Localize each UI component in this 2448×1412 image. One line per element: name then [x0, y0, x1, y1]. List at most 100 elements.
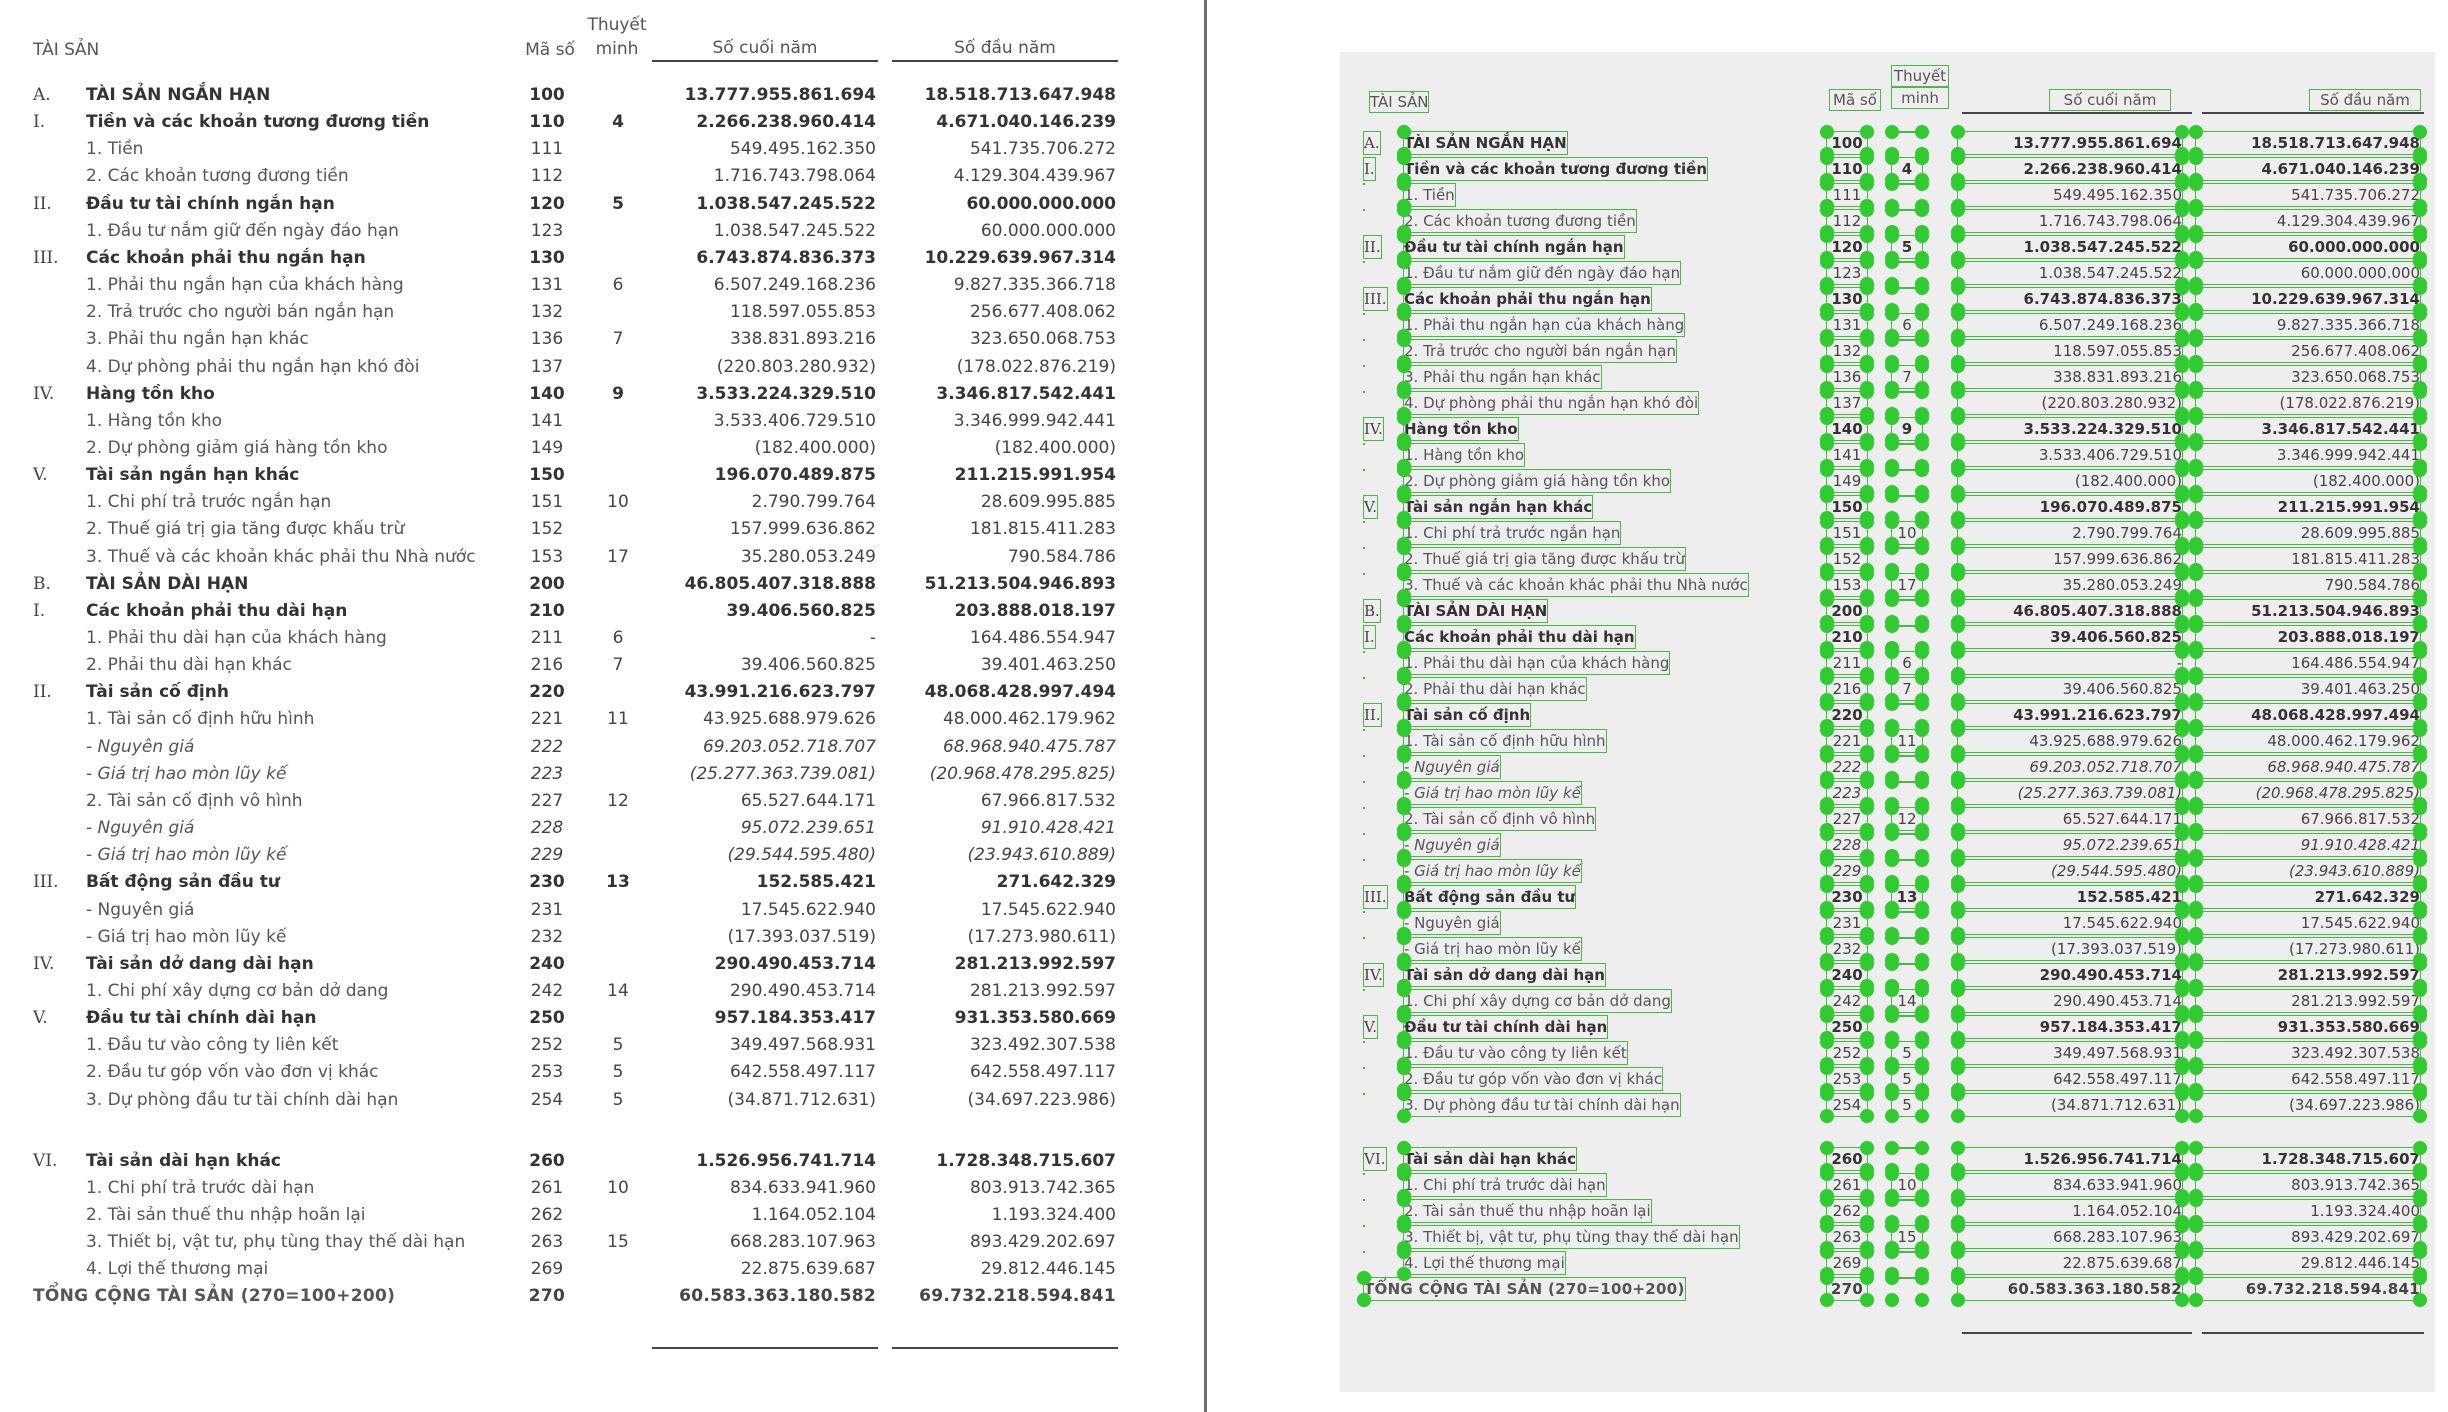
row-label: Hàng tồn kho [86, 383, 215, 404]
row-label: 2. Thuế giá trị gia tăng được khấu trừ [86, 519, 405, 540]
row-beginning-of-year: 323.492.307.538 [2195, 1041, 2421, 1065]
row-beginning-of-year: 29.812.446.145 [2195, 1251, 2421, 1275]
annotation-dot [1915, 281, 1929, 295]
row-label: 1. Đầu tư vào công ty liên kết [1403, 1041, 1628, 1065]
row-label: 1. Phải thu dài hạn của khách hàng [1402, 651, 1671, 675]
annotation-dot [1915, 1035, 1929, 1049]
row-beginning-of-year: (182.400.000) [2195, 469, 2421, 493]
annotation-dot [1397, 229, 1411, 243]
annotation-dot [1885, 957, 1899, 971]
annotation-dot [1915, 723, 1929, 737]
row-end-of-year: 668.283.107.963 [1957, 1225, 2183, 1249]
row-beginning-of-year: 4.671.040.146.239 [936, 112, 1116, 133]
annotation-dot [1860, 411, 1874, 425]
row-label: 3. Phải thu ngắn hạn khác [1403, 365, 1602, 389]
annotation-dot [1915, 1271, 1929, 1285]
annotation-dot [1397, 1109, 1411, 1123]
annotation-dot [1860, 827, 1874, 841]
row-beginning-of-year: 281.213.992.597 [2195, 989, 2421, 1013]
row-beginning-of-year: 931.353.580.669 [2195, 1015, 2421, 1039]
annotation-dot [1820, 749, 1834, 763]
row-label: 1. Đầu tư nắm giữ đến ngày đáo hạn [1402, 261, 1682, 285]
row-end-of-year: (220.803.280.932) [1957, 391, 2183, 415]
row-label: 2. Phải thu dài hạn khác [1403, 677, 1587, 701]
row-index: B. [1363, 599, 1381, 623]
row-index: III. [1363, 885, 1388, 909]
annotation-dot [2175, 203, 2189, 217]
row-end-of-year: 196.070.489.875 [1957, 495, 2183, 519]
row-label: TỔNG CỘNG TÀI SẢN (270=100+200) [1363, 1277, 1686, 1301]
annotation-dot [2189, 879, 2203, 893]
annotation-dot [2413, 515, 2427, 529]
annotation-dot [1397, 1009, 1411, 1023]
row-beginning-of-year: 10.229.639.967.314 [924, 247, 1116, 268]
row-label: - Giá trị hao mòn lũy kế [1403, 937, 1582, 961]
annotation-dot [2175, 619, 2189, 633]
row-label: 1. Phải thu ngắn hạn của khách hàng [1402, 313, 1686, 337]
row-label: Tài sản ngắn hạn khác [1402, 495, 1594, 519]
annotation-dot [1885, 203, 1899, 217]
header-end-of-year: Số cuối năm [712, 38, 818, 58]
row-label: 2. Đầu tư góp vốn vào đơn vị khác [86, 1062, 379, 1083]
row-label: 2. Các khoản tương đương tiền [1403, 209, 1637, 233]
annotation-dot [1951, 281, 1965, 295]
annotation-dot [1860, 1167, 1874, 1181]
row-end-of-year: 349.497.568.931 [1957, 1041, 2183, 1065]
annotation-dot [1397, 1245, 1411, 1259]
row-code: 253 [1826, 1067, 1868, 1091]
row-end-of-year: 39.406.560.825 [1957, 625, 2183, 649]
row-end-of-year: 338.831.893.216 [1957, 365, 2183, 389]
annotation-dot [2175, 827, 2189, 841]
annotation-dot [1397, 489, 1411, 503]
table-row: 3. Thiết bị, vật tư, phụ tùng thay thế d… [0, 1231, 1200, 1253]
row-label: 2. Tài sản cố định vô hình [1402, 807, 1597, 831]
row-end-of-year: 43.991.216.623.797 [1957, 703, 2183, 727]
annotation-dot [1885, 1035, 1899, 1049]
annotation-dot [1915, 853, 1929, 867]
annotation-dot [2413, 151, 2427, 165]
row-label: 3. Thiết bị, vật tư, phụ tùng thay thế d… [86, 1232, 466, 1253]
annotation-dot [1951, 203, 1965, 217]
annotation-dot [2175, 281, 2189, 295]
annotation-dot [2413, 879, 2427, 893]
annotation-dot [1860, 1193, 1874, 1207]
annotation-dot [1951, 567, 1965, 581]
annotation-dot [1860, 489, 1874, 503]
annotation-dot [1951, 957, 1965, 971]
annotation-dot [2189, 541, 2203, 555]
row-note: 10 [607, 492, 629, 513]
annotation-dot [1820, 645, 1834, 659]
annotation-dot [2413, 567, 2427, 581]
annotation-dot [1860, 1087, 1874, 1101]
row-code: 231 [1826, 911, 1868, 935]
row-code: 252 [530, 1035, 564, 1056]
annotation-dot [2175, 151, 2189, 165]
annotation-dot [2189, 983, 2203, 997]
row-label: Bất động sản đầu tư [1402, 885, 1577, 909]
row-beginning-of-year: 28.609.995.885 [980, 492, 1116, 513]
annotation-dot [2189, 827, 2203, 841]
annotation-dot [1915, 1109, 1929, 1123]
annotation-dot [1820, 333, 1834, 347]
row-code: 242 [1826, 989, 1868, 1013]
annotation-dot [1885, 1193, 1899, 1207]
annotation-dot [2189, 1009, 2203, 1023]
annotation-dot [1915, 1293, 1929, 1307]
row-code: 220 [1826, 703, 1868, 727]
annotation-dot [2413, 177, 2427, 191]
row-end-of-year: 152.585.421 [756, 872, 876, 893]
row-note: 5 [612, 1089, 624, 1110]
annotation-dot [1951, 489, 1965, 503]
annotation-dot [2189, 1193, 2203, 1207]
annotation-dot [1951, 723, 1965, 737]
row-beginning-of-year: (182.400.000) [994, 437, 1116, 458]
annotation-dot [1951, 125, 1965, 139]
